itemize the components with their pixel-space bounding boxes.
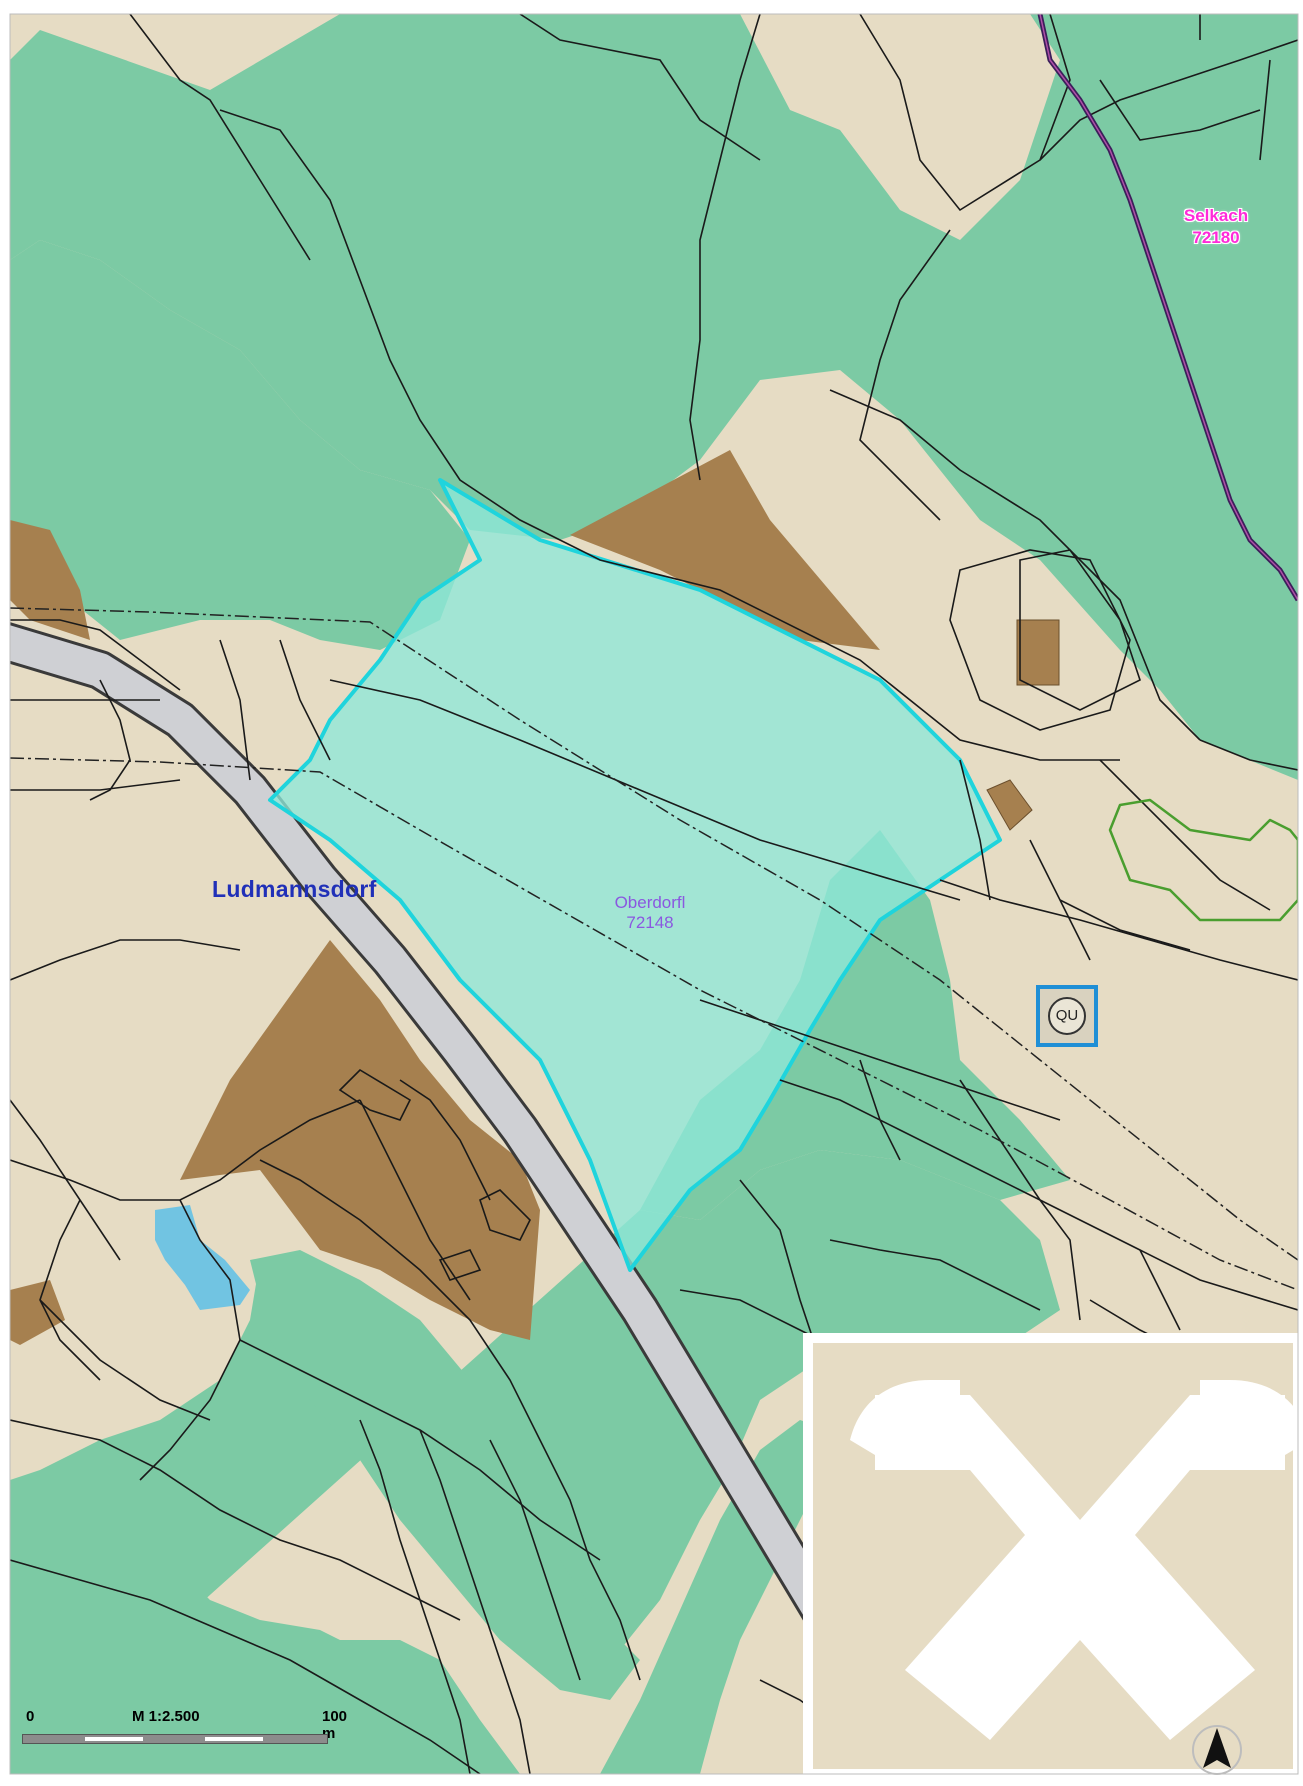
scale-segment	[205, 1737, 263, 1741]
scale-bar: 0 M 1:2.500 100 m	[22, 1708, 347, 1754]
qu-marker-label: QU	[1048, 997, 1086, 1035]
oberdorfl-code: 72148	[626, 913, 674, 932]
utility-lines	[10, 607, 1298, 1291]
logo-inset	[803, 1333, 1298, 1774]
building-house-3	[10, 1280, 65, 1345]
scale-ratio-label: M 1:2.500	[132, 1708, 200, 1725]
building-plot-north	[570, 450, 880, 650]
forest-area-west	[10, 240, 470, 650]
map-frame	[9, 13, 1299, 1775]
building-house-1	[1016, 619, 1060, 686]
green-parcel-outline	[1108, 798, 1298, 922]
north-arrow-icon	[1192, 1725, 1242, 1775]
selkach-name: Selkach	[1183, 206, 1249, 225]
ludmannsdorf-label-text: Ludmannsdorf	[212, 876, 377, 902]
parcel-boundaries	[10, 14, 1298, 1774]
selkach-boundary-glow	[1039, 14, 1298, 601]
scale-zero-label: 0	[26, 1708, 35, 1725]
place-label-selkach: Selkach 72180	[1168, 205, 1264, 249]
place-label-ludmannsdorf: Ludmannsdorf	[212, 876, 377, 903]
forest-area-center-south	[250, 1250, 640, 1700]
place-label-oberdorfl: Oberdorfl 72148	[595, 893, 705, 933]
selkach-code: 72180	[1192, 228, 1240, 247]
forest-area-east-strip	[1080, 14, 1298, 640]
forest-area-southwest	[10, 1500, 360, 1774]
qu-marker[interactable]: QU	[1036, 985, 1098, 1047]
oberdorfl-name: Oberdorfl	[614, 893, 686, 912]
building-plot-center	[180, 940, 540, 1340]
main-road-surface	[10, 625, 943, 1774]
scale-segment	[85, 1737, 143, 1741]
parcel-oberdorfl-highlight[interactable]	[268, 478, 1002, 1272]
pond	[155, 1205, 250, 1310]
scale-end-label: 100 m	[322, 1708, 348, 1742]
crossed-gable-logo	[850, 1380, 1298, 1740]
building-house-2	[986, 779, 1033, 831]
scale-track	[22, 1734, 328, 1744]
